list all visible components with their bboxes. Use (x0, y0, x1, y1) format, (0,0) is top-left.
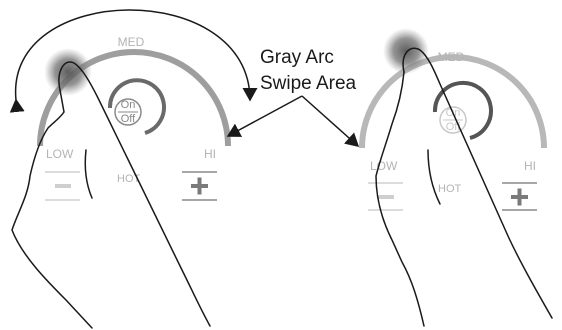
left-inner-dial-arc (107, 78, 166, 135)
left-onoff-button[interactable]: On Off (114, 98, 142, 126)
right-hi-label: HI (524, 159, 536, 173)
right-hot-label: HOT (438, 183, 462, 195)
callout-arrow-right (301, 95, 360, 147)
plus-icon (191, 177, 208, 195)
left-plus-button[interactable] (182, 171, 217, 201)
left-hi-label: HI (204, 147, 216, 161)
right-inner-dial-arc (432, 80, 493, 140)
right-touch-point (383, 28, 429, 74)
left-low-label: LOW (46, 147, 74, 161)
minus-icon (55, 184, 71, 188)
left-minus-button[interactable] (45, 171, 80, 201)
right-minus-button[interactable] (368, 182, 403, 211)
right-low-label: LOW (370, 159, 398, 173)
right-thermostat-panel: On Off MED LOW HI HOT (359, 28, 553, 327)
right-plus-button[interactable] (502, 182, 537, 211)
left-off-label: Off (121, 113, 136, 125)
left-hot-label: HOT (117, 173, 141, 185)
left-touch-point (44, 48, 92, 96)
callout: Gray Arc Swipe Area (226, 47, 360, 147)
callout-line-1: Gray Arc (260, 47, 334, 68)
right-hand-outline (375, 47, 553, 327)
left-hand-outline (11, 61, 211, 329)
minus-icon (378, 195, 394, 199)
left-swipe-arrow (9, 9, 258, 113)
right-onoff-button[interactable]: On Off (439, 106, 467, 134)
right-med-label: MED (438, 50, 465, 64)
right-gray-arc[interactable] (359, 54, 547, 149)
plus-icon (511, 188, 528, 206)
callout-arrow-left (226, 95, 303, 137)
callout-line-2: Swipe Area (260, 73, 357, 94)
left-thermostat-panel: On Off MED LOW HI HOT (9, 9, 258, 329)
left-med-label: MED (118, 35, 145, 49)
left-on-label: On (121, 99, 136, 111)
